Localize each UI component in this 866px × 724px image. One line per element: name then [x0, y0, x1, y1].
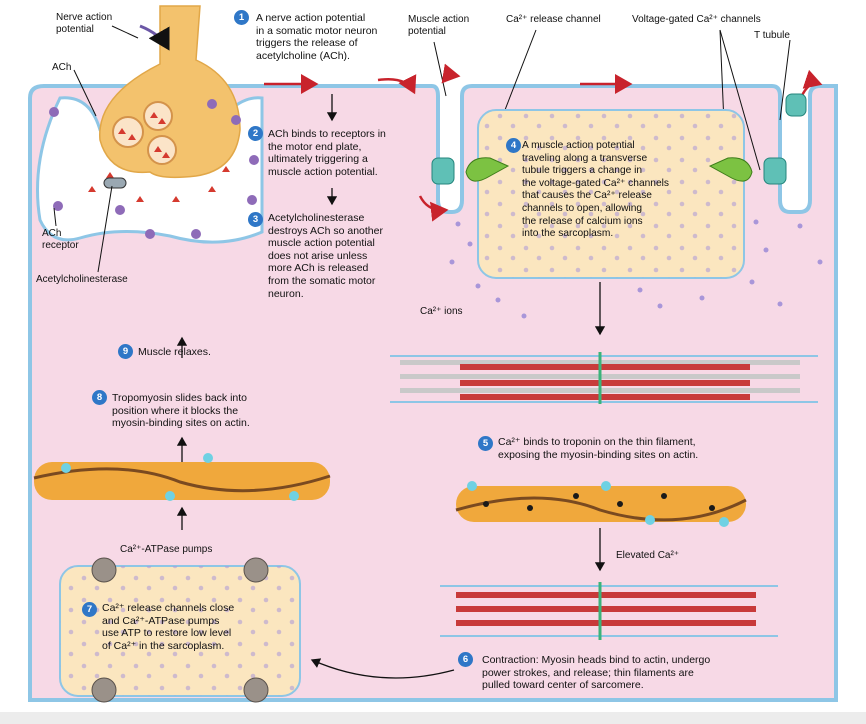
calcium-in-reticulum — [478, 110, 744, 278]
step-2-text: ACh binds to receptors in the motor end … — [268, 128, 386, 178]
step-5-text: Ca²⁺ binds to troponin on the thin filam… — [498, 436, 699, 461]
step-1-text: A nerve action potential in a somatic mo… — [256, 12, 378, 62]
step-8-text: Tropomyosin slides back into position wh… — [112, 392, 250, 430]
label-acetylcholinesterase: Acetylcholinesterase — [36, 274, 128, 285]
step-6-badge: 6 — [458, 652, 473, 667]
label-muscle-action-potential: Muscle action potential — [408, 14, 470, 37]
step-1-badge: 1 — [234, 10, 249, 25]
step-8-badge: 8 — [92, 390, 107, 405]
step-9-badge: 9 — [118, 344, 133, 359]
step-2-badge: 2 — [248, 126, 263, 141]
label-nerve-action-potential: Nerve action potential — [56, 12, 113, 35]
nerve-impulse-arrow — [139, 24, 170, 51]
step-5-badge: 5 — [478, 436, 493, 451]
step-6-text: Contraction: Myosin heads bind to actin,… — [482, 654, 711, 692]
step-3-text: Acetylcholinesterase destroys ACh so ano… — [268, 212, 383, 300]
step-4-text: A muscle action potential traveling alon… — [522, 140, 669, 240]
step-9-text: Muscle relaxes. — [138, 346, 211, 358]
thin-filament-blocked — [33, 453, 331, 501]
step-3-badge: 3 — [248, 212, 263, 227]
acetylcholinesterase-enzyme — [103, 177, 127, 189]
label-ca-atpase-pumps: Ca²⁺-ATPase pumps — [120, 544, 213, 555]
step-4-badge: 4 — [506, 138, 521, 153]
label-ach: ACh — [52, 62, 72, 73]
step-7-text: Ca²⁺ release channels close and Ca²⁺-ATP… — [102, 602, 235, 652]
step-7-badge: 7 — [82, 602, 97, 617]
flow-arrows — [176, 94, 606, 679]
sarcomere-relaxed — [390, 352, 818, 404]
bottom-bar — [0, 712, 866, 724]
label-t-tubule: T tubule — [754, 30, 790, 41]
thin-filament-exposed — [455, 481, 747, 527]
label-voltage-gated-channels: Voltage-gated Ca²⁺ channels — [632, 14, 761, 25]
ca-atpase-pumps — [91, 557, 269, 703]
label-ca-ions: Ca²⁺ ions — [420, 306, 463, 317]
calcium-stored — [60, 566, 300, 696]
sarcomere-contracted — [440, 582, 778, 640]
label-ach-receptor: ACh receptor — [42, 228, 79, 251]
label-elevated-ca: Elevated Ca²⁺ — [616, 550, 680, 561]
label-ca-release-channel: Ca²⁺ release channel — [506, 14, 601, 25]
synaptic-vesicles — [112, 101, 177, 165]
release-channels — [431, 93, 807, 185]
ach-receptors — [49, 99, 259, 239]
calcium-ions-cytoplasm — [449, 219, 823, 319]
action-potential-arrows — [264, 63, 823, 222]
